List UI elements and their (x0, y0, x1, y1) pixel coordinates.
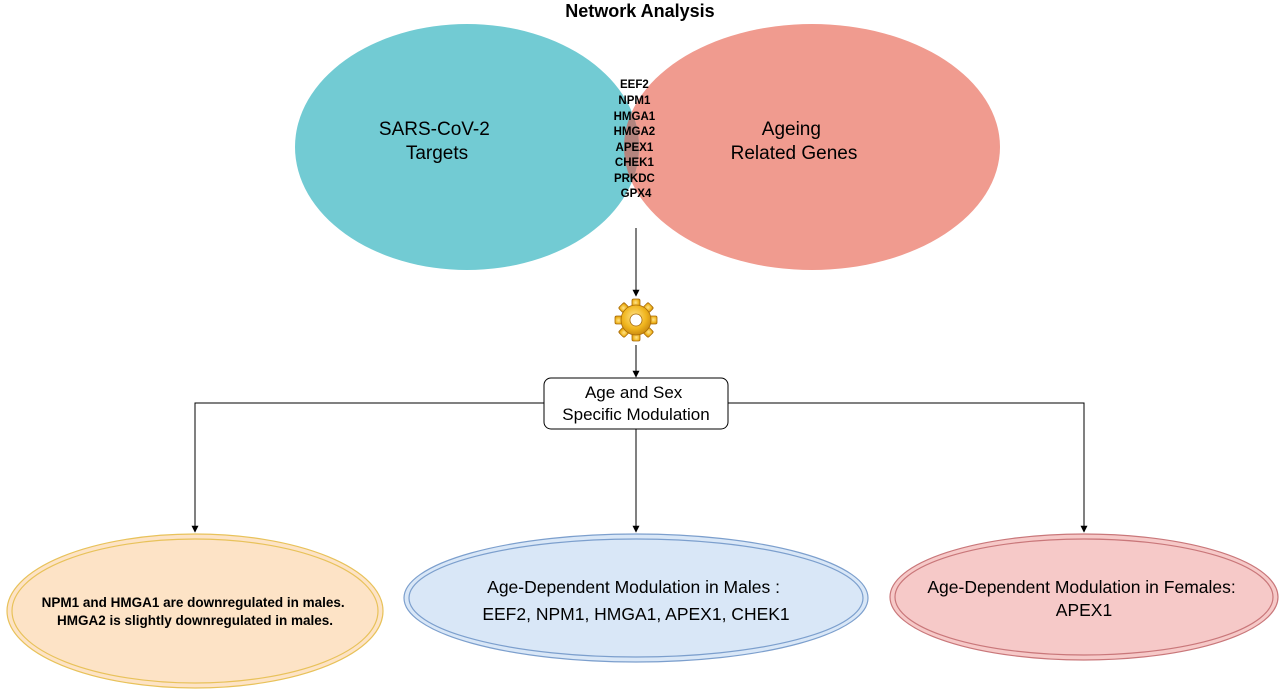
venn-set-left (295, 24, 639, 270)
outcome-left-text: NPM1 and HMGA1 are downregulated in male… (42, 595, 349, 628)
outcome-left: NPM1 and HMGA1 are downregulated in male… (6, 533, 384, 689)
venn-diagram: SARS-CoV-2 Targets Ageing Related Genes … (295, 24, 1000, 270)
gene-label: GPX4 (621, 188, 652, 200)
process-box-label: Age and Sex Specific Modulation (562, 383, 709, 424)
gene-label: EEF2 (620, 79, 649, 91)
venn-set-right (624, 24, 1000, 270)
venn-right-label: Ageing Related Genes (731, 119, 858, 164)
connector-edges (191, 402, 1088, 533)
diagram-title: Network Analysis (565, 1, 714, 21)
venn-left-label: SARS-CoV-2 Targets (379, 119, 495, 164)
gene-label: HMGA2 (614, 126, 656, 138)
venn-intersection-genes: EEF2 NPM1 HMGA1 HMGA2 APEX1 CHEK1 PRKDC … (614, 79, 659, 200)
process-box: Age and Sex Specific Modulation (543, 377, 729, 430)
outcome-right-text: Age-Dependent Modulation in Females: APE… (927, 577, 1240, 620)
gene-label: PRKDC (614, 173, 655, 185)
gear-icon (614, 298, 658, 342)
gene-label: APEX1 (616, 142, 654, 154)
gene-label: HMGA1 (614, 111, 656, 123)
outcome-right: Age-Dependent Modulation in Females: APE… (889, 533, 1279, 661)
gene-label: NPM1 (618, 95, 651, 107)
outcome-middle-text: Age-Dependent Modulation in Males : EEF2… (482, 577, 789, 624)
outcome-middle: Age-Dependent Modulation in Males : EEF2… (403, 533, 869, 663)
gene-label: CHEK1 (615, 157, 655, 169)
